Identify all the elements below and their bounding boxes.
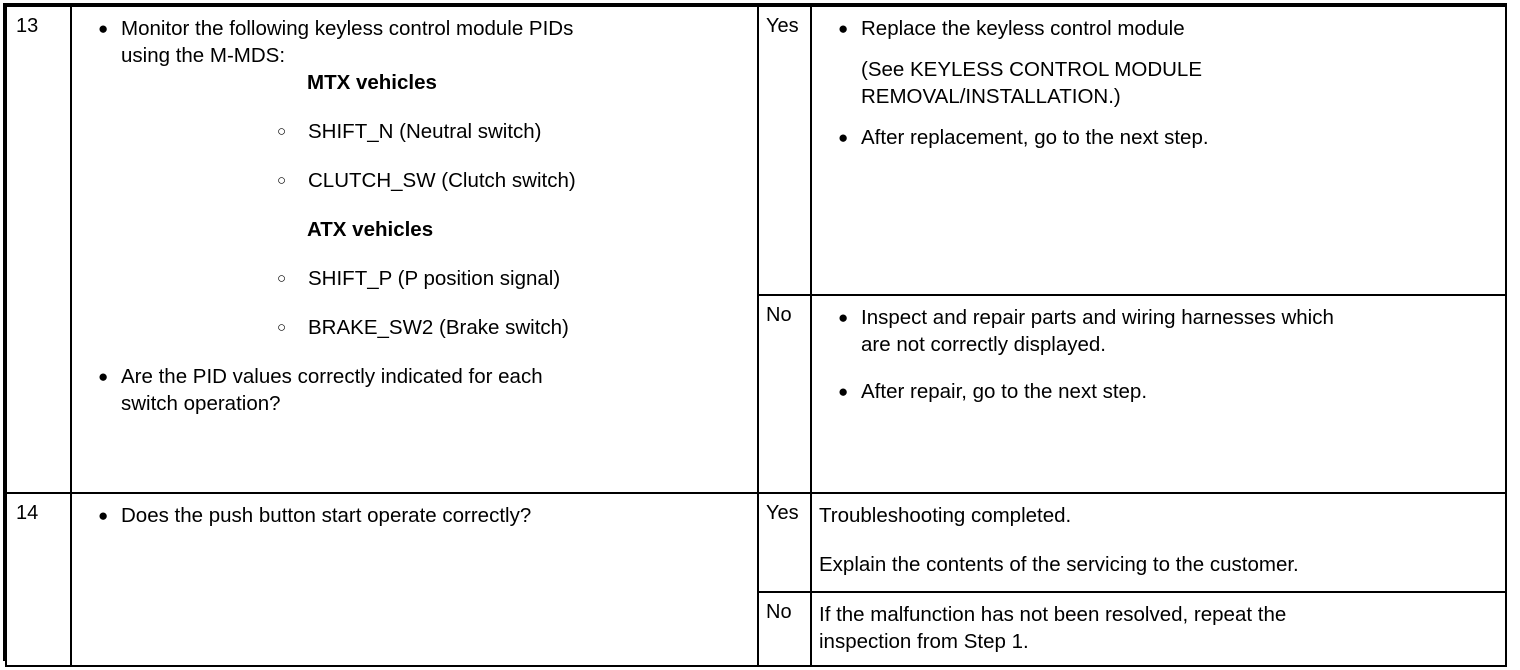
action-text: If the malfunction has not been resolved… [819,601,1499,655]
inspection-question-line: Does the push button start operate corre… [121,504,532,527]
action-line: Inspect and repair parts and wiring harn… [861,306,1334,329]
hollow-bullet-icon: ○ [277,172,287,189]
list-item: ● Are the PID values correctly indicated… [81,363,751,417]
hollow-bullet-icon: ○ [277,270,287,287]
action-text: Troubleshooting completed. [819,504,1072,527]
action-reference-note: (See KEYLESS CONTROL MODULE REMOVAL/INST… [821,56,1499,110]
action-cell-13-yes: ● Replace the keyless control module (Se… [810,5,1507,296]
table-row: No If the malfunction has not been resol… [6,591,1507,667]
action-line: Replace the keyless control module [861,17,1185,40]
answer-label-cell-13-yes: Yes [757,5,812,296]
inspection-line: using the M-MDS: [121,44,286,67]
action-cell-14-no: If the malfunction has not been resolved… [810,591,1507,667]
list-item: ○ SHIFT_P (P position signal) [81,265,751,292]
action-line: After repair, go to the next step. [861,380,1148,403]
pid-label: SHIFT_N (Neutral switch) [308,120,542,143]
table-row: 14 ● Does the push button start operate … [5,492,1507,667]
action-text: Explain the contents of the servicing to… [819,553,1299,576]
filled-bullet-icon: ● [98,506,109,525]
inspection-bullet-list-14: ● Does the push button start operate cor… [81,502,751,529]
list-item: ● After repair, go to the next step. [821,378,1499,405]
action-cell-13-no: ● Inspect and repair parts and wiring ha… [810,294,1507,494]
table-row: No ● Inspect and repair parts and wiring… [6,294,1507,494]
list-item: ○ CLUTCH_SW (Clutch switch) [81,167,751,194]
inspection-question-line: switch operation? [121,392,281,415]
pid-group-heading-mtx: MTX vehicles [307,71,437,94]
action-cell-14-yes: Troubleshooting completed. Explain the c… [810,492,1507,593]
filled-bullet-icon: ● [838,308,849,327]
answer-label-cell-13-no: No [757,294,812,494]
list-item: ● After replacement, go to the next step… [821,124,1499,151]
list-item: ● Does the push button start operate cor… [81,502,751,529]
inspection-bullet-list-13: ● Monitor the following keyless control … [81,15,751,69]
hollow-bullet-icon: ○ [277,319,287,336]
filled-bullet-icon: ● [98,19,109,38]
filled-bullet-icon: ● [838,128,849,147]
inspection-question-list-13: ● Are the PID values correctly indicated… [81,363,751,417]
step-number-label: 13 [16,15,39,37]
list-item: ○ BRAKE_SW2 (Brake switch) [81,314,751,341]
action-line: inspection from Step 1. [819,630,1029,653]
answer-label-cell-14-yes: Yes [757,492,812,593]
hollow-bullet-icon: ○ [277,123,287,140]
answer-label-no: No [766,304,792,326]
action-line: After replacement, go to the next step. [861,126,1209,149]
list-item: ● Inspect and repair parts and wiring ha… [821,304,1499,358]
table-row: 13 ● Monitor the following keyless contr… [5,5,1507,494]
step-number-cell-14: 14 [5,492,72,667]
inspection-line: Monitor the following keyless control mo… [121,17,574,40]
pid-label: SHIFT_P (P position signal) [308,267,561,290]
pid-label: CLUTCH_SW (Clutch switch) [308,169,576,192]
action-line: are not correctly displayed. [861,333,1106,356]
answer-label-yes: Yes [766,15,799,37]
list-item: ○ SHIFT_N (Neutral switch) [81,118,751,145]
action-line: If the malfunction has not been resolved… [819,603,1287,626]
action-list-13-yes: ● Replace the keyless control module [821,15,1499,42]
answer-label-cell-14-no: No [757,591,812,667]
action-list-13-yes-next: ● After replacement, go to the next step… [821,124,1499,151]
filled-bullet-icon: ● [838,382,849,401]
filled-bullet-icon: ● [98,367,109,386]
action-reference-line: (See KEYLESS CONTROL MODULE [861,58,1203,81]
answer-label-yes: Yes [766,502,799,524]
step-number-label: 14 [16,502,39,524]
troubleshooting-table: 13 ● Monitor the following keyless contr… [5,5,1507,667]
inspection-cell-13: ● Monitor the following keyless control … [70,5,759,494]
filled-bullet-icon: ● [838,19,849,38]
step-number-cell-13: 13 [5,5,72,494]
pid-group-heading-atx: ATX vehicles [307,218,434,241]
pid-list-atx: ○ SHIFT_P (P position signal) ○ BRAKE_SW… [81,265,751,341]
inspection-cell-14: ● Does the push button start operate cor… [70,492,759,667]
answer-label-no: No [766,601,792,623]
pid-list-mtx: ○ SHIFT_N (Neutral switch) ○ CLUTCH_SW (… [81,118,751,194]
action-list-13-no: ● Inspect and repair parts and wiring ha… [821,304,1499,405]
pid-label: BRAKE_SW2 (Brake switch) [308,316,569,339]
list-item: ● Monitor the following keyless control … [81,15,751,69]
list-item: ● Replace the keyless control module [821,15,1499,42]
inspection-question-line: Are the PID values correctly indicated f… [121,365,543,388]
action-reference-line: REMOVAL/INSTALLATION.) [861,85,1121,108]
